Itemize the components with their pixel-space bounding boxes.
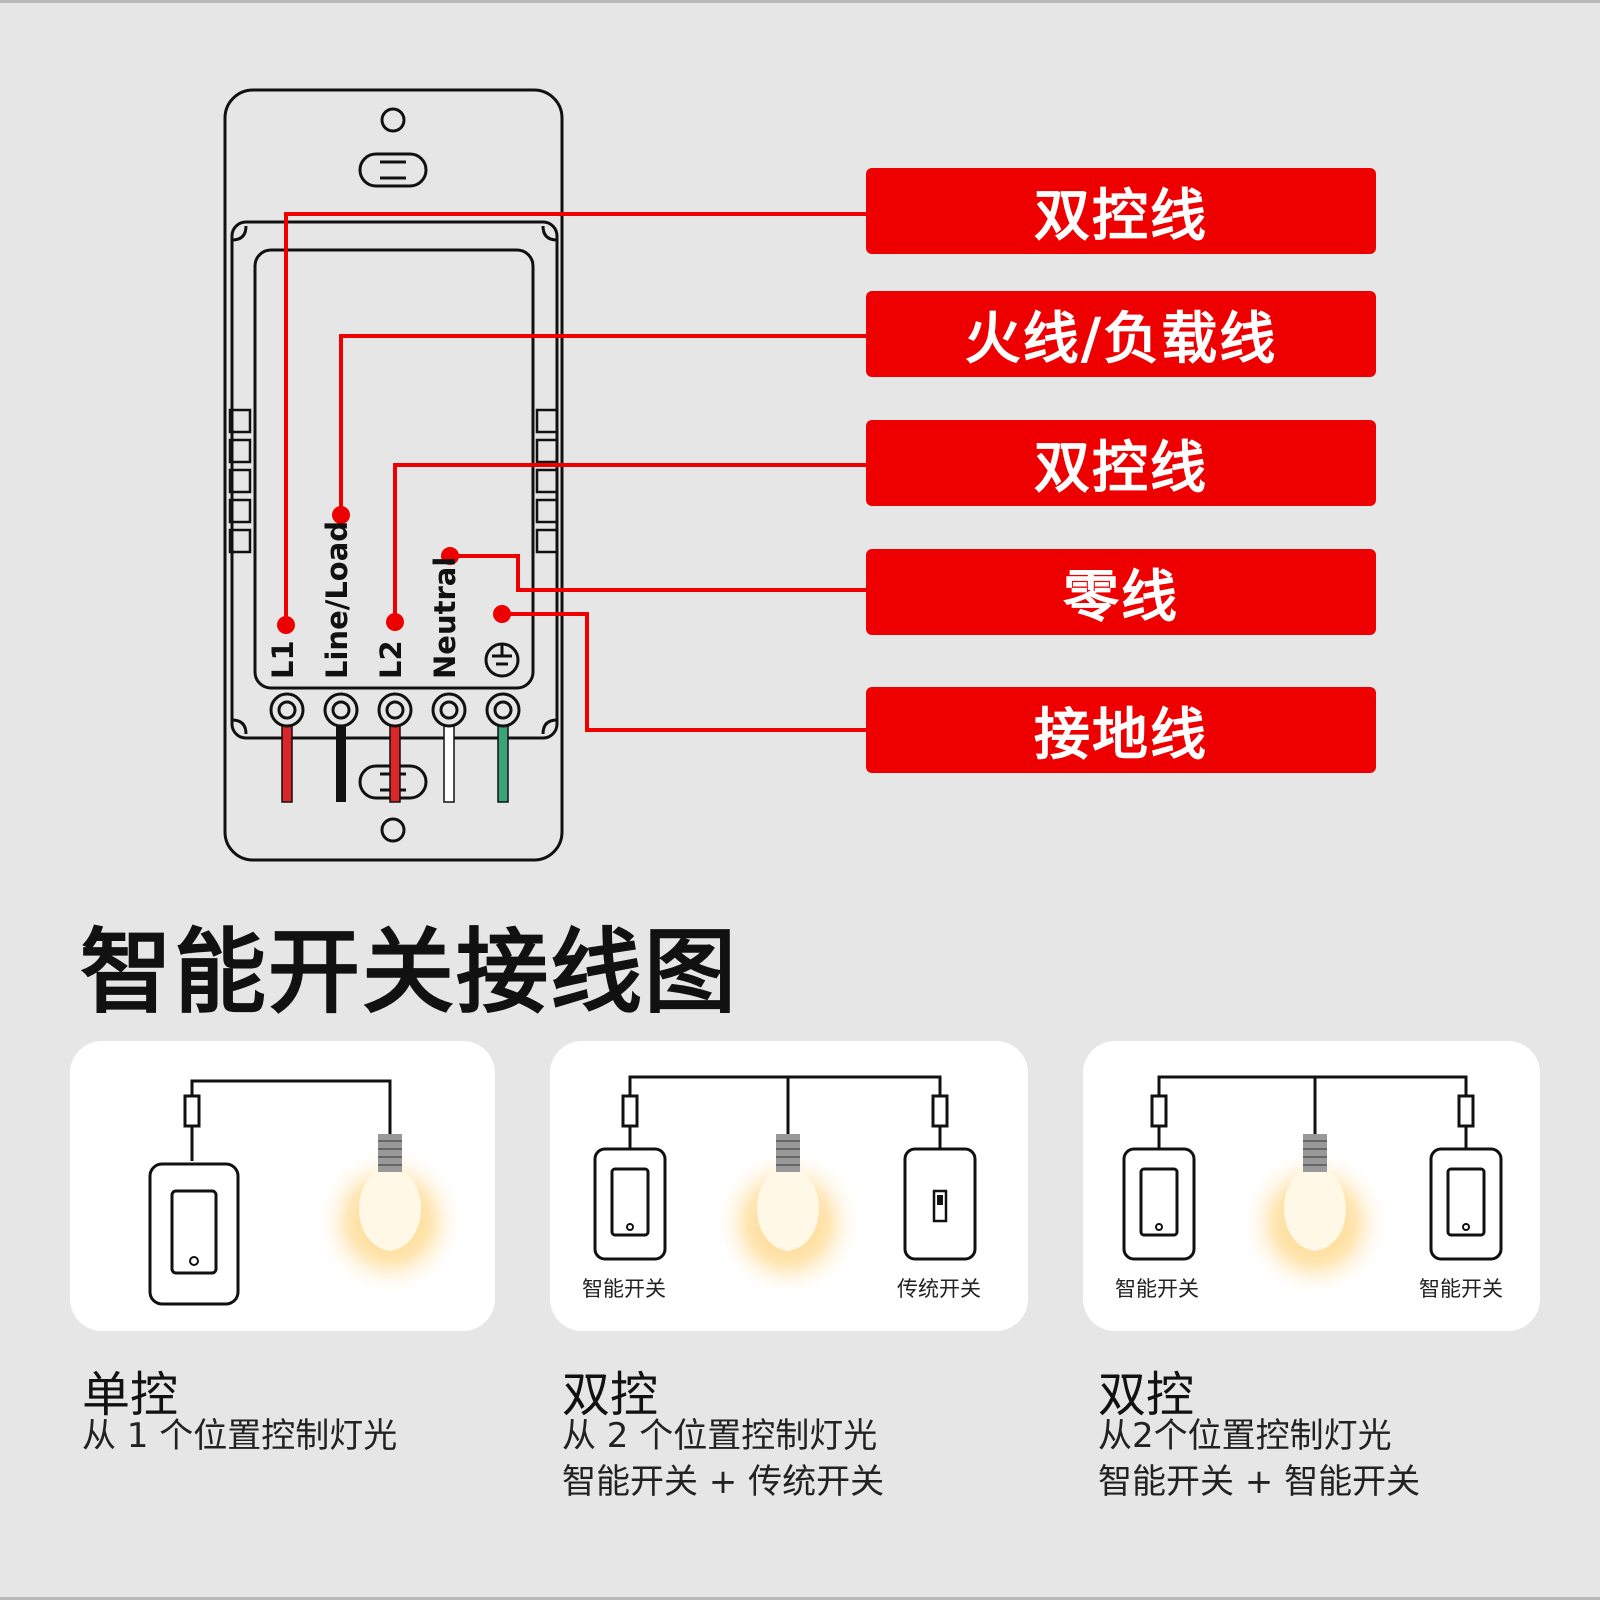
bottom-screw-hole <box>380 817 406 843</box>
switch-plate <box>223 88 564 862</box>
smart-switch-icon <box>1429 1147 1503 1261</box>
mode-desc-dual-traditional: 从 2 个位置控制灯光 <box>562 1416 878 1456</box>
callout-dots <box>277 506 511 634</box>
smart-switch-icon <box>1122 1147 1196 1261</box>
terminal-label-l1: L1 <box>266 640 300 679</box>
bulb-icon <box>757 1134 819 1251</box>
bulb-icon <box>1284 1134 1346 1251</box>
callout-ground: 接地线 <box>866 687 1376 773</box>
top-border <box>0 0 1600 3</box>
right-switch-label: 传统开关 <box>897 1277 981 1301</box>
bottom-border <box>0 1597 1600 1600</box>
left-switch-label: 智能开关 <box>582 1277 666 1301</box>
left-side-clips <box>228 408 252 554</box>
single-control-card <box>70 1041 495 1331</box>
label-panel <box>253 248 535 690</box>
mode-combo-dual-traditional: 智能开关 + 传统开关 <box>562 1462 885 1502</box>
page-title: 智能开关接线图 <box>80 919 739 1026</box>
mode-title-single: 单控 <box>82 1367 179 1423</box>
callout-traveler-1: 双控线 <box>866 168 1376 254</box>
top-mount-slot <box>358 152 428 188</box>
smart-switch-icon <box>148 1162 240 1306</box>
dual-control-traditional-card: 智能开关 传统开关 <box>550 1041 1028 1331</box>
right-side-clips <box>535 408 559 554</box>
smart-switch-icon <box>593 1147 667 1261</box>
mode-title-dual-smart: 双控 <box>1098 1367 1195 1423</box>
callout-neutral: 零线 <box>866 549 1376 635</box>
terminal-label-line-load: Line/Load <box>320 520 354 679</box>
callout-lines <box>284 212 866 732</box>
traditional-switch-icon <box>903 1147 977 1261</box>
terminal-label-neutral: Neutral <box>428 556 462 679</box>
mode-combo-dual-smart: 智能开关 + 智能开关 <box>1098 1462 1421 1502</box>
terminal-screws <box>269 692 521 728</box>
terminal-label-l2: L2 <box>374 640 408 679</box>
dual-control-smart-card: 智能开关 智能开关 <box>1083 1041 1540 1331</box>
mode-desc-dual-smart: 从2个位置控制灯光 <box>1098 1416 1392 1456</box>
mode-title-dual-traditional: 双控 <box>562 1367 659 1423</box>
top-screw-hole <box>380 107 406 133</box>
callout-traveler-2: 双控线 <box>866 420 1376 506</box>
ground-icon <box>484 642 520 678</box>
right-switch-label: 智能开关 <box>1419 1277 1503 1301</box>
left-switch-label: 智能开关 <box>1115 1277 1199 1301</box>
bulb-icon <box>359 1134 421 1251</box>
callout-line-load: 火线/负载线 <box>866 291 1376 377</box>
mode-desc-single: 从 1 个位置控制灯光 <box>82 1416 398 1456</box>
switch-wiring-drawing <box>223 88 866 862</box>
